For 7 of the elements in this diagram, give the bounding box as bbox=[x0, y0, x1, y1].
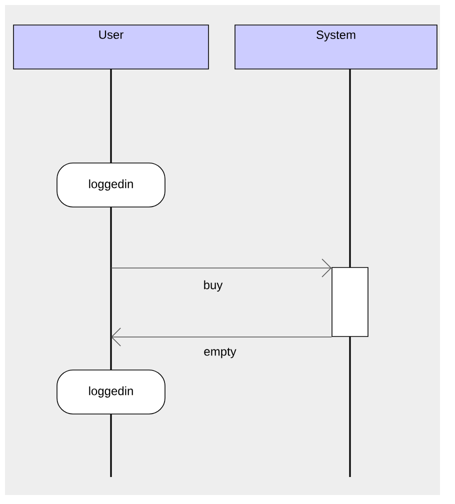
edge-label: buy bbox=[204, 280, 223, 292]
participant-box: System bbox=[234, 24, 438, 70]
participant-box: User bbox=[13, 24, 209, 70]
message-arrow bbox=[110, 258, 332, 278]
activation-box bbox=[332, 267, 368, 337]
message-arrow bbox=[111, 328, 332, 346]
edge-label: empty bbox=[204, 348, 236, 358]
